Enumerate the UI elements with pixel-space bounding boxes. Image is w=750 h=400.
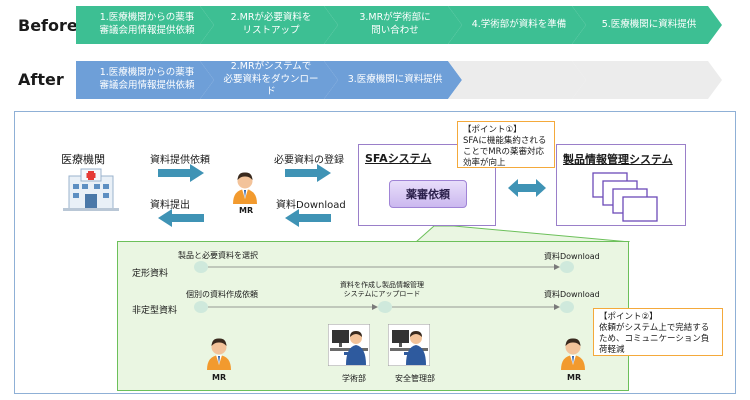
nonstandard-docs-label: 非定型資料 [132,306,178,316]
mr-person-icon [204,336,234,370]
arrow-left-icon [285,209,331,227]
register-docs-label: 必要資料の登録 [274,155,344,166]
mr-label-right: MR [567,373,582,382]
before-step-2: 2.MRが必要資料を リストアップ [200,6,338,44]
arrow-right-icon [285,164,331,182]
download-docs-label: 資料Download [276,200,346,211]
safety-dept-label: 安全管理部 [395,374,435,383]
provide-docs-label: 資料提出 [150,200,190,211]
sfa-system-box: SFAシステム 薬審依頼 [358,144,496,226]
yakushin-request-button[interactable]: 薬審依頼 [389,180,467,208]
before-step-4: 4.学術部が資料を準備 [448,6,586,44]
after-step-3: 3.医療機関に資料提供 [324,61,462,99]
mr-label-left: MR [212,373,227,382]
product-info-system-title: 製品情報管理システム [563,153,673,166]
request-info-label: 資料提供依頼 [150,155,210,166]
after-step-empty-2 [572,61,722,99]
after-step-1: 1.医療機関からの薬事 審議会用情報提供依頼 [76,61,214,99]
mr-label-top: MR [239,206,254,215]
point1-note: 【ポイント①】 SFAに機能集約される ことでMRの薬審対応 効率が向上 [457,121,555,168]
nonstandard-docs-action: 個別の資料作成依頼 [186,290,258,299]
after-label: After [18,70,64,89]
fixed-docs-flowline [194,259,574,273]
nonstandard-docs-flowline [194,299,574,313]
before-label: Before [18,16,78,35]
create-upload-text: 資料を作成し製品情報管理 システムにアップロード [340,281,424,298]
sync-arrow-icon [508,179,546,197]
hospital-label: 医療機関 [61,153,105,166]
arrow-right-icon [158,164,204,182]
system-diagram-frame [14,111,736,394]
nonstandard-docs-download: 資料Download [544,290,600,299]
before-step-3: 3.MRが学術部に 問い合わせ [324,6,462,44]
hospital-icon [63,166,119,212]
mr-person-icon [230,170,260,204]
after-step-empty-1 [448,61,586,99]
before-step-5: 5.医療機関に資料提供 [572,6,722,44]
before-step-1: 1.医療機関からの薬事 審議会用情報提供依頼 [76,6,214,44]
point2-note: 【ポイント②】 依頼がシステム上で完結する ため、コミュニケーション負 荷軽減 [593,308,723,356]
arrow-left-icon [158,209,204,227]
safety-worker-icon [387,323,431,367]
fixed-docs-action: 製品と必要資料を選択 [178,251,258,260]
flow-panel: 定形資料 製品と必要資料を選択 資料Download 非定型資料 個別の資料作成… [117,241,629,391]
callout-connector [116,225,631,243]
product-info-system-box: 製品情報管理システム [556,144,686,226]
after-step-2: 2.MRがシステムで 必要資料をダウンロード [200,61,338,99]
academic-dept-label: 学術部 [342,374,366,383]
before-process: 1.医療機関からの薬事 審議会用情報提供依頼 2.MRが必要資料を リストアップ… [76,6,726,44]
fixed-docs-download: 資料Download [544,252,600,261]
documents-stack-icon [591,171,661,223]
after-process: 1.医療機関からの薬事 審議会用情報提供依頼 2.MRがシステムで 必要資料をダ… [76,61,726,99]
sfa-system-title: SFAシステム [365,152,432,165]
fixed-docs-label: 定形資料 [132,269,169,279]
academic-worker-icon [327,323,371,367]
mr-person-icon [558,336,588,370]
